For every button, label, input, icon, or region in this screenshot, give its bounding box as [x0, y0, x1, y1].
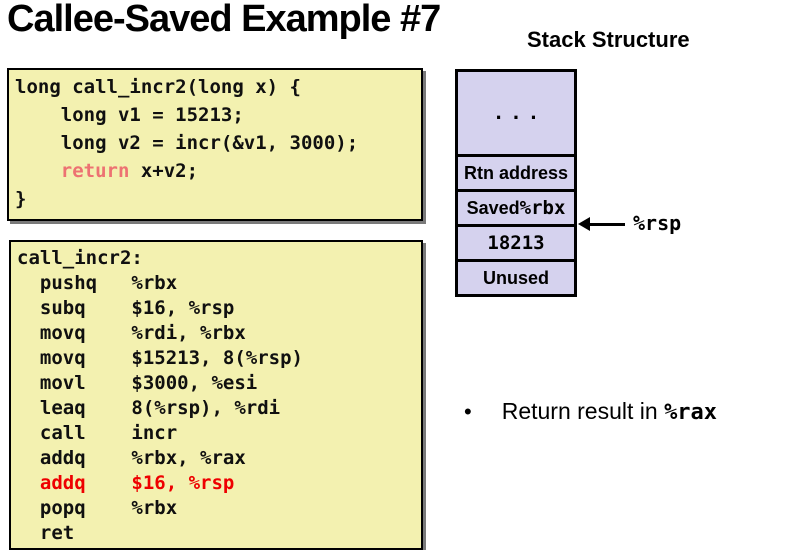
code-line: call incr — [17, 422, 178, 444]
rsp-register-label: %rsp — [633, 211, 682, 235]
assembly-code-box: call_incr2: pushq %rbx subq $16, %rsp mo… — [9, 240, 423, 550]
stack-cell-label: Rtn address — [463, 162, 569, 183]
code-line: } — [15, 188, 27, 210]
bullet-icon: • — [464, 399, 472, 424]
code-line: movq $15213, 8(%rsp) — [17, 347, 303, 369]
c-source-code-box: long call_incr2(long x) { long v1 = 1521… — [7, 68, 423, 221]
code-line: call_incr2: — [17, 247, 143, 269]
code-line: return x+v2; — [60, 160, 199, 182]
bullet-text: Return result in — [501, 398, 665, 424]
code-line: subq $16, %rsp — [17, 297, 235, 319]
stack-cell-label: Unused — [482, 267, 549, 288]
stack-cell: ... — [458, 72, 574, 154]
stack-cell: Saved %rbx — [458, 189, 574, 224]
stack-cell: 18213 — [458, 224, 574, 259]
code-line: long v2 = incr(&v1, 3000); — [15, 132, 359, 154]
left-arrow-icon — [578, 217, 590, 231]
code-line: addq $16, %rsp — [17, 472, 235, 494]
page-title: Callee-Saved Example #7 — [7, 0, 441, 40]
stack-cell-label: Saved — [466, 197, 520, 218]
bullet-line: Return result in %rax — [502, 398, 717, 425]
code-line: popq %rbx — [17, 497, 178, 519]
code-line: movl $3000, %esi — [17, 372, 258, 394]
stack-cell: Rtn address — [458, 154, 574, 189]
code-line: long call_incr2(long x) { — [15, 76, 301, 98]
stack-structure-heading: Stack Structure — [527, 27, 690, 52]
rax-register-label: %rax — [664, 400, 718, 425]
stack-cell-label: ... — [492, 102, 546, 124]
code-line: addq %rbx, %rax — [17, 447, 246, 469]
code-line: long v1 = 15213; — [15, 104, 244, 126]
code-line: leaq 8(%rsp), %rdi — [17, 397, 281, 419]
arrow-line — [589, 222, 625, 226]
code-line: ret — [17, 522, 75, 544]
stack-cell-label: 18213 — [487, 232, 545, 254]
bullet-return-result: • Return result in %rax — [464, 398, 717, 425]
stack-cell-label: %rbx — [519, 197, 566, 219]
stack-cell: Unused — [458, 259, 574, 294]
code-line: pushq %rbx — [17, 272, 178, 294]
code-line: movq %rdi, %rbx — [17, 322, 246, 344]
